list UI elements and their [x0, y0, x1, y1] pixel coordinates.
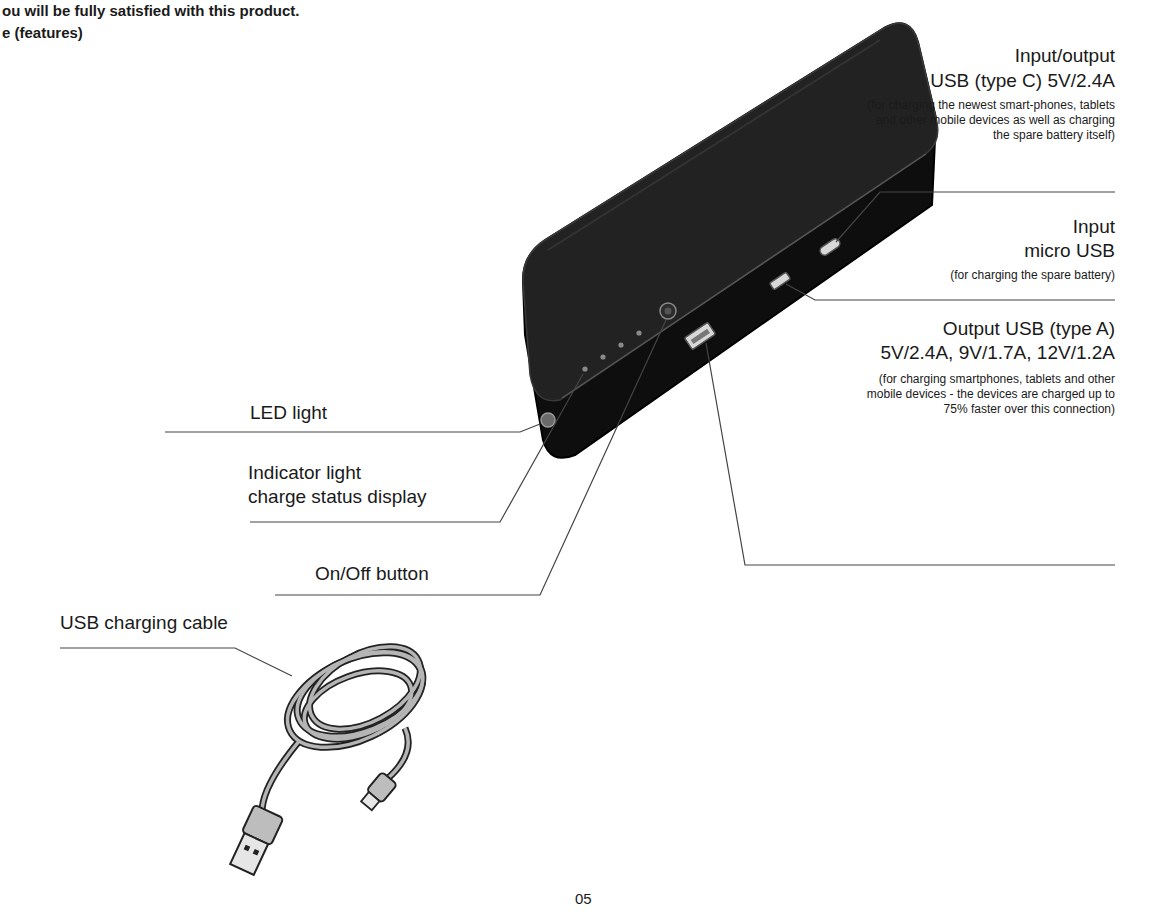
led-lamp	[541, 413, 555, 427]
part-note: (for charging smartphones, tablets and o…	[865, 372, 1115, 417]
edge-highlight	[562, 154, 926, 398]
leader-line	[275, 320, 666, 595]
edge-highlight	[548, 40, 880, 250]
indicator-dot	[600, 354, 605, 359]
part-label: micro USB	[1024, 240, 1115, 263]
leader-line	[165, 424, 540, 432]
indicator-dot	[636, 330, 641, 335]
part-note: (for charging the spare battery)	[865, 268, 1115, 283]
part-label: Indicator light	[248, 462, 361, 485]
leader-line	[60, 648, 292, 676]
leader-line	[836, 192, 1115, 242]
page-number: 05	[575, 890, 592, 908]
part-label: Input	[1073, 216, 1115, 239]
section-heading: e (features)	[2, 24, 83, 42]
usb-cable	[227, 630, 437, 876]
micro-usb-plug	[359, 772, 397, 812]
usb-a-port	[684, 322, 715, 349]
part-label: LED light	[250, 402, 327, 425]
part-label: charge status display	[248, 486, 427, 509]
part-label: Input/output	[1015, 45, 1115, 68]
power-button-center	[665, 308, 672, 315]
part-label: USB charging cable	[60, 612, 228, 635]
part-note: (for charging the newest smart-phones, t…	[865, 98, 1115, 143]
leader-lines	[60, 192, 1115, 676]
indicator-dot	[582, 366, 587, 371]
usb-a-plug	[227, 805, 283, 877]
leader-line	[706, 343, 1115, 565]
port-spec: 5V/2.4A, 9V/1.7A, 12V/1.2A	[881, 342, 1116, 365]
port-spec: USB (type C) 5V/2.4A	[930, 70, 1115, 93]
indicator-dot	[618, 342, 623, 347]
part-label: Output USB (type A)	[943, 318, 1115, 341]
part-label: On/Off button	[315, 563, 429, 586]
micro-usb-port	[769, 272, 790, 290]
intro-text: ou will be fully satisfied with this pro…	[2, 2, 300, 20]
power-bank-top-face	[523, 23, 938, 400]
leader-line	[786, 284, 1115, 300]
power-button	[660, 303, 676, 319]
